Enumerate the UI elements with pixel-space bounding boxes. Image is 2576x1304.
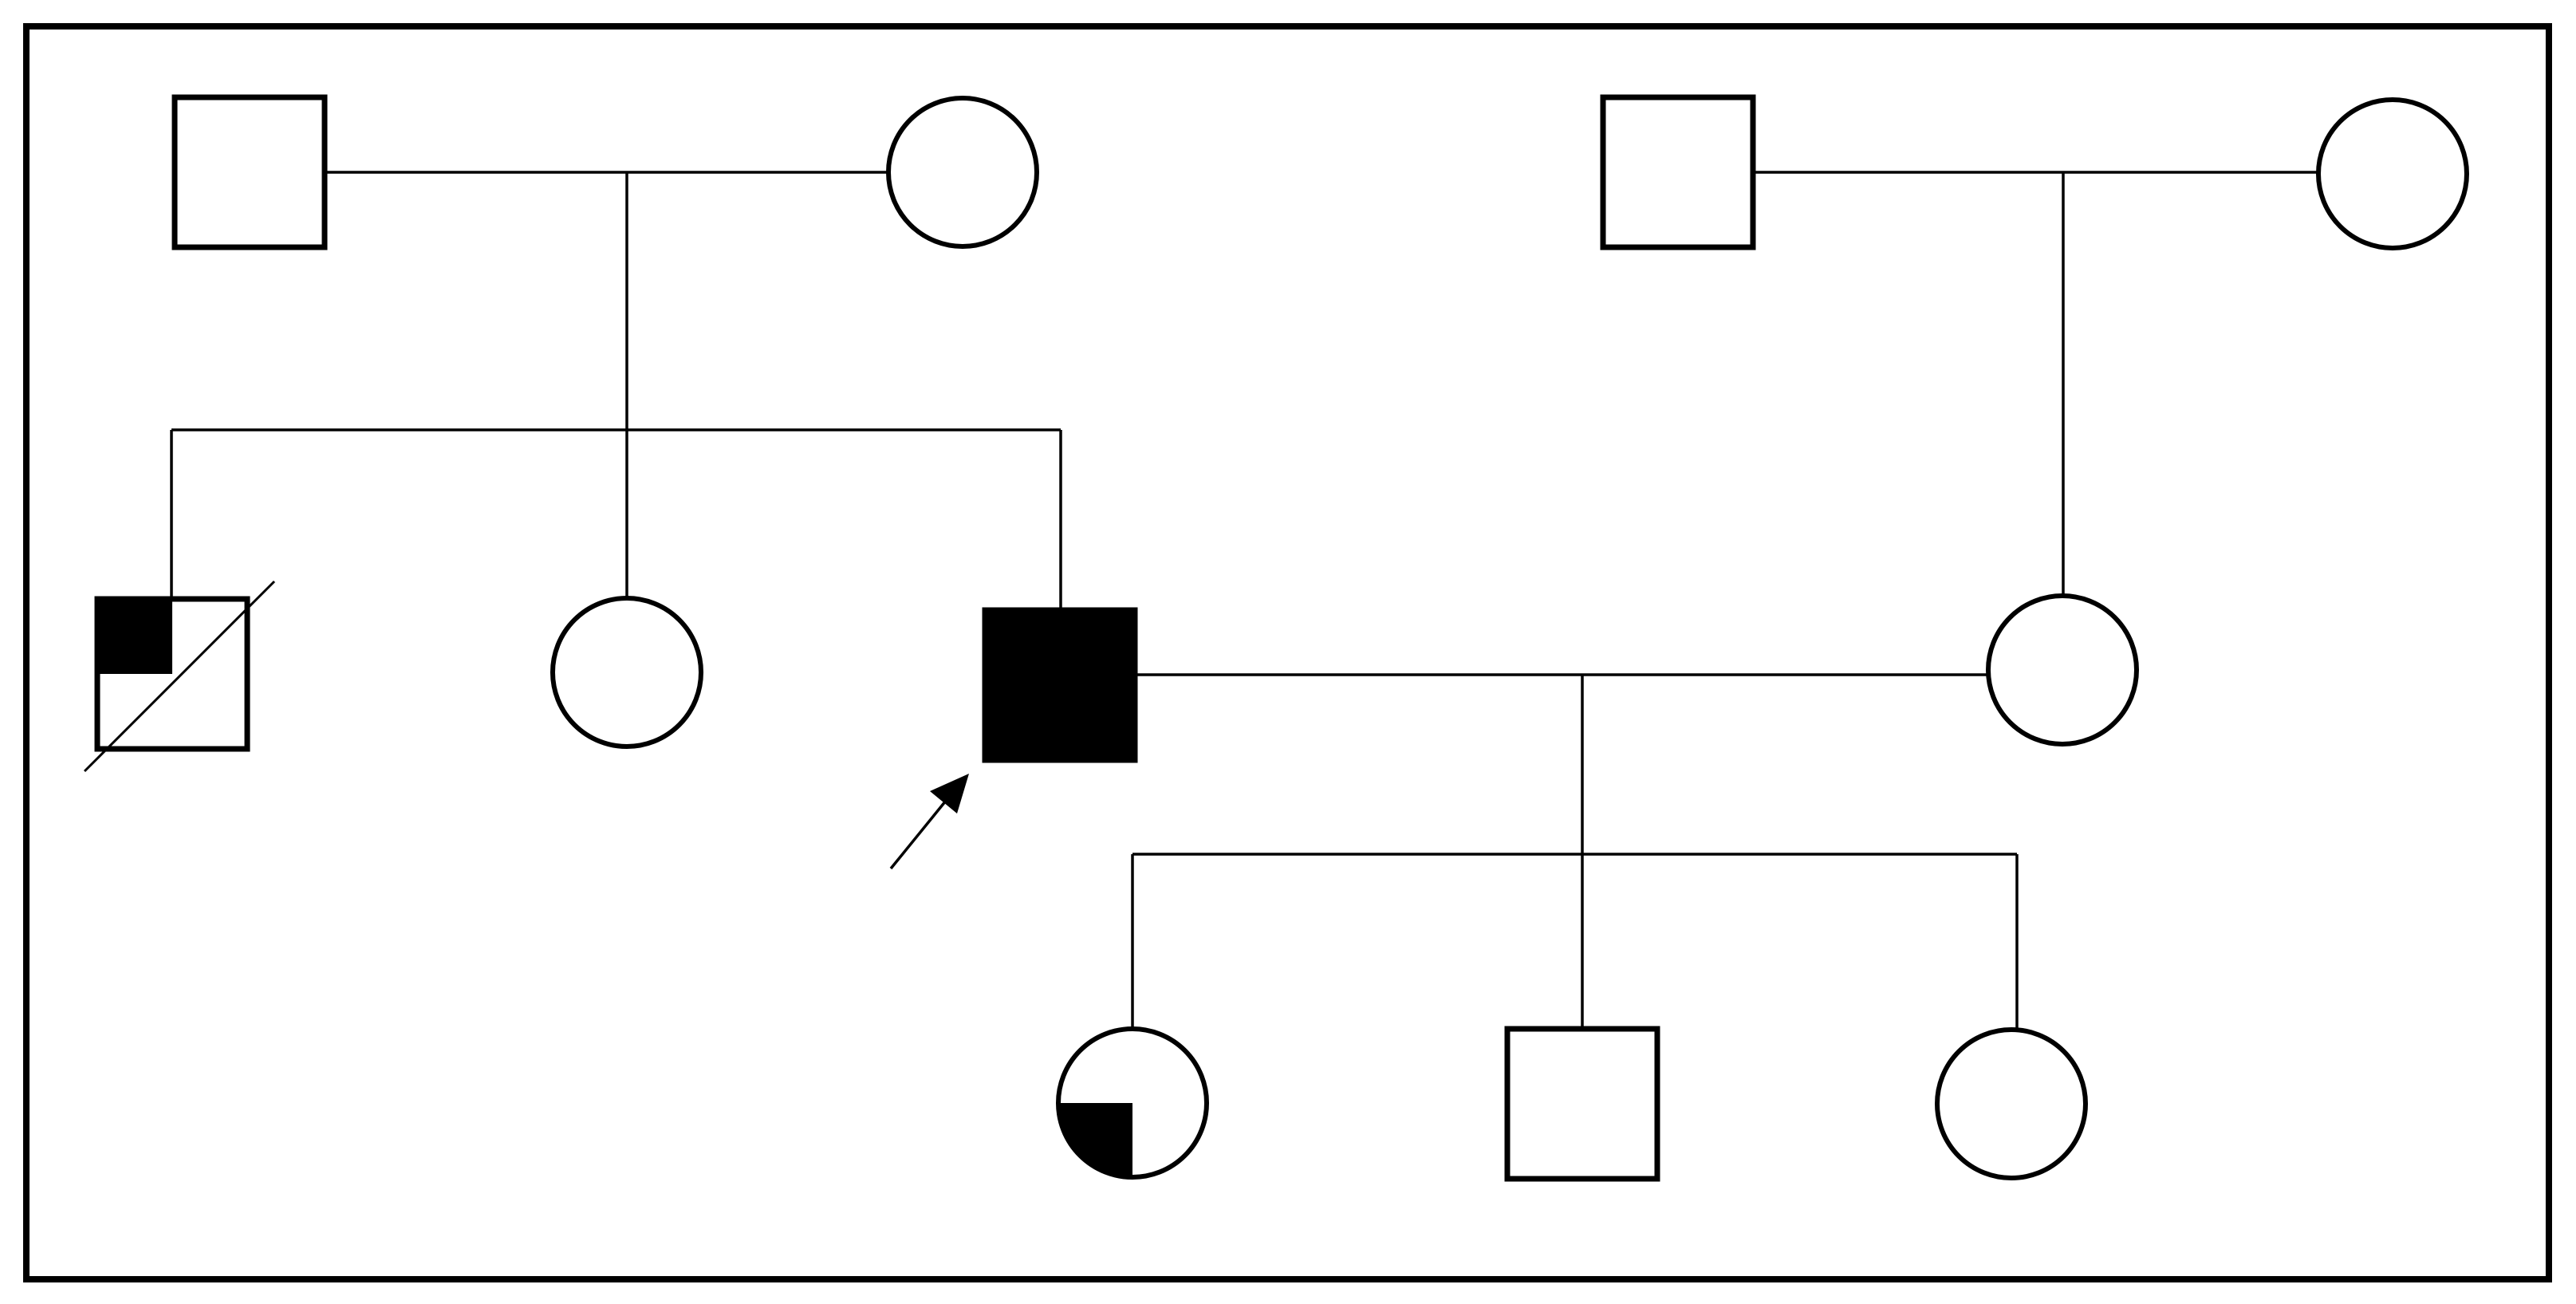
proband-arrow-head	[930, 774, 969, 814]
II-2-outline	[550, 596, 703, 749]
I-4-body	[2318, 100, 2467, 248]
deceased-slash	[83, 580, 276, 773]
I-2-outline	[886, 96, 1039, 249]
individual-I-1	[171, 94, 328, 250]
individual-II-2	[550, 596, 703, 749]
II-3-body	[985, 610, 1135, 760]
individual-I-4	[2316, 97, 2469, 250]
proband-arrow	[889, 774, 969, 870]
II-1-outline	[94, 596, 250, 752]
I-3-body	[1603, 97, 1753, 247]
II-2-body	[553, 598, 701, 747]
II-1-quadrant-fill	[94, 596, 172, 674]
I-1-outline	[171, 94, 328, 250]
individual-I-2	[886, 96, 1039, 249]
II-4-outline	[1986, 593, 2139, 747]
individual-II-3	[982, 607, 1138, 763]
I-2-body	[888, 98, 1037, 246]
III-1-quadrant-fill	[1058, 1103, 1132, 1177]
outer-border	[23, 23, 2552, 1282]
I-3-outline	[1600, 94, 1756, 250]
individual-III-1	[1056, 1026, 1209, 1180]
I-1-body	[175, 97, 325, 247]
I-4-outline	[2316, 97, 2469, 250]
individual-III-3	[1935, 1027, 2088, 1180]
individual-II-1	[94, 596, 250, 752]
III-2-body	[1507, 1029, 1657, 1179]
III-2-outline	[1504, 1026, 1660, 1182]
III-3-outline	[1935, 1027, 2088, 1180]
II-4-body	[1988, 596, 2137, 744]
II-3-outline	[982, 607, 1138, 763]
III-3-body	[1937, 1030, 2086, 1178]
individual-III-2	[1504, 1026, 1660, 1182]
individual-II-4	[1986, 593, 2139, 747]
individual-I-3	[1600, 94, 1756, 250]
proband-arrow-shaft	[889, 799, 947, 870]
III-1-outline	[1056, 1026, 1209, 1180]
